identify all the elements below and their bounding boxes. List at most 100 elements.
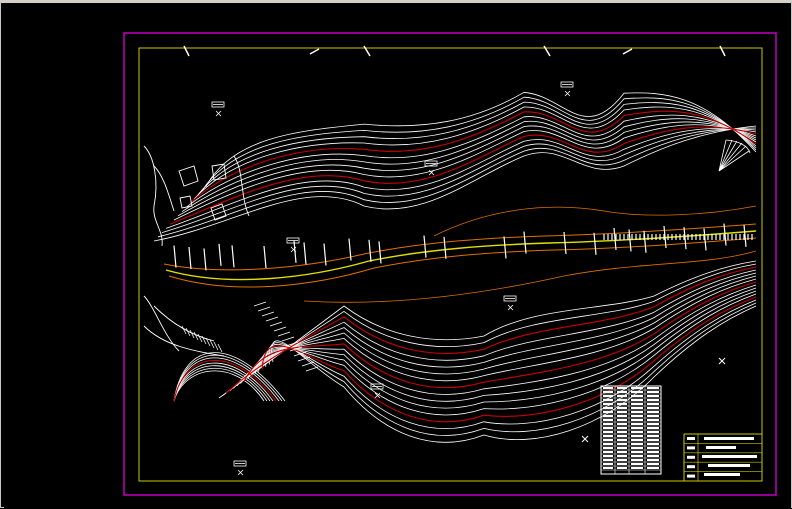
station-tick [348,238,352,261]
station-tick [443,236,447,259]
contour-line [173,370,265,402]
hatch-line [301,361,315,367]
fan-symbol [718,139,751,172]
contour-line [222,263,757,396]
contour-line [173,359,277,402]
hatch-line [285,341,299,347]
contour-line [173,367,268,402]
inner-drawing-frame [138,47,763,482]
hatch-line [213,341,219,351]
title-block [683,433,763,482]
contour-line [153,125,757,242]
contour-line [181,118,757,212]
hatch-line [193,331,199,341]
hatch-line [205,337,211,347]
road-station-ticks [173,223,753,271]
hatch-line [265,316,279,322]
sheet-border [123,32,777,496]
drawing-canvas[interactable] [4,6,791,509]
hatch-line [201,335,207,345]
hatch-line [181,325,187,335]
road-edge-right [168,237,757,288]
station-tick [293,240,297,263]
hatch-line [269,321,283,327]
cross-markers [581,357,726,443]
contour-line [165,128,757,229]
survey-marker-icon [233,460,247,476]
contour-line [197,101,757,196]
hatch-line [273,326,287,332]
station-tick [723,223,727,246]
building-outlines [143,145,250,357]
station-tick [593,232,597,255]
hatch-line [277,331,291,337]
contour-line [173,124,757,221]
contour-line [157,127,757,238]
station-tick [663,225,667,249]
station-tick [703,228,707,251]
coordinate-table [600,385,662,475]
station-tick [743,224,747,247]
contour-line [193,106,757,200]
survey-marker-icon [560,81,574,97]
contour-line [218,260,757,399]
survey-marker-icon [370,383,384,399]
survey-marker-icon [503,295,517,311]
road-offset-line [303,250,757,303]
contour-line [251,287,757,402]
station-tick [303,242,307,265]
station-tick [378,241,382,264]
frame-tick-marks [183,45,726,57]
contour-line [254,290,757,409]
contour-line [173,362,274,402]
contour-line [185,114,757,208]
hatch-line [293,351,307,357]
station-tick [173,245,177,268]
contour-line [258,293,757,416]
station-tick [323,243,327,266]
station-tick [563,231,567,255]
contour-line [173,365,271,402]
contour-line [173,354,283,402]
contour-line [236,275,757,387]
cad-model-space-viewport[interactable] [4,6,791,509]
hatch-line [209,339,215,349]
survey-markers [211,81,574,476]
hatch-line [185,327,191,337]
road-corridor [163,205,757,303]
contour-line [177,121,757,217]
station-tick [628,229,632,252]
contour-line [240,278,757,384]
survey-marker-icon [286,237,300,253]
embankment-hatch [181,301,319,372]
contour-line [201,96,757,191]
station-tick [231,245,235,268]
contour-line [189,110,757,204]
station-tick [523,231,527,254]
survey-marker-icon [211,101,225,117]
contour-line [243,281,757,389]
hatch-line [261,311,275,317]
contour-line [229,269,757,392]
hatch-line [305,366,319,372]
contour-line [271,305,757,443]
hatch-line [197,333,203,343]
station-tick [613,227,617,251]
contour-line [268,302,757,436]
station-tick [503,236,507,259]
hatch-line [189,329,195,339]
contour-line [247,284,757,395]
hatch-line [217,343,223,353]
station-tick [423,235,427,258]
station-tick [263,245,267,269]
station-tick [683,227,687,250]
contour-line [169,126,757,225]
contour-line [173,352,286,402]
contour-line [233,272,757,389]
hatch-line [281,336,295,342]
station-tick [188,246,192,270]
hatch-line [257,306,271,312]
hatch-line [253,301,267,307]
station-tick [218,243,222,266]
